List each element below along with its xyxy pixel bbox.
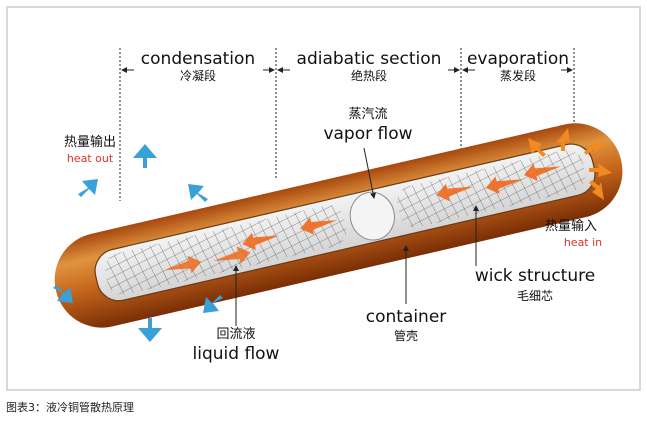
liquid-flow-label-zh: 回流液 (216, 327, 255, 342)
heat-in-label: heat in (564, 236, 602, 249)
heat-in-arrows (528, 128, 612, 200)
liquid-flow-arrows (164, 246, 251, 274)
vapor-flow-label-zh: 蒸汽流 (348, 107, 387, 122)
wick-structure-label-zh: 毛细芯 (517, 289, 553, 303)
vapor-flow-label: vapor flow (323, 124, 412, 144)
liquid-flow-label: liquid flow (193, 344, 280, 364)
heat-out-arrow-icon (203, 295, 223, 313)
heat-pipe (54, 123, 623, 328)
heat-pipe-diagram: condensation 冷凝段 adiabatic section 绝热段 e… (53, 48, 623, 364)
heat-out-arrow-icon (78, 179, 98, 197)
evaporation-label: evaporation (467, 49, 569, 69)
heat-out-arrows (53, 144, 223, 342)
wick-mesh-left (104, 205, 347, 295)
heat-out-arrow-icon (138, 318, 162, 342)
adiabatic-label: adiabatic section (297, 49, 442, 69)
figure-caption: 图表3：液冷铜管散热原理 (6, 401, 134, 414)
heat-in-arrow-icon (589, 180, 604, 200)
condensation-label: condensation (141, 49, 255, 69)
evaporation-label-zh: 蒸发段 (500, 68, 536, 83)
vapor-flow-arrows (242, 163, 561, 251)
vapor-flow-pointer (363, 147, 376, 199)
adiabatic-label-zh: 绝热段 (351, 68, 387, 83)
vapor-core-cap (349, 191, 395, 241)
heat-in-arrow-icon (584, 143, 606, 155)
condensation-label-zh: 冷凝段 (180, 68, 216, 83)
section-dimension-lines (119, 48, 575, 201)
heat-out-label-zh: 热量输出 (64, 134, 116, 150)
heat-out-arrow-icon (133, 144, 157, 168)
heat-in-arrow-icon (556, 128, 570, 151)
heat-in-arrow-icon (528, 138, 546, 157)
figure-frame: condensation 冷凝段 adiabatic section 绝热段 e… (6, 6, 641, 391)
heat-in-arrow-icon (589, 163, 612, 177)
container-label-zh: 管壳 (394, 328, 418, 343)
heat-in-label-zh: 热量输入 (545, 218, 597, 234)
container-label: container (366, 307, 447, 327)
wick-structure-label: wick structure (475, 266, 595, 286)
heat-out-arrow-icon (188, 184, 208, 202)
heat-out-label: heat out (67, 152, 114, 165)
heat-out-arrow-icon (53, 285, 73, 303)
